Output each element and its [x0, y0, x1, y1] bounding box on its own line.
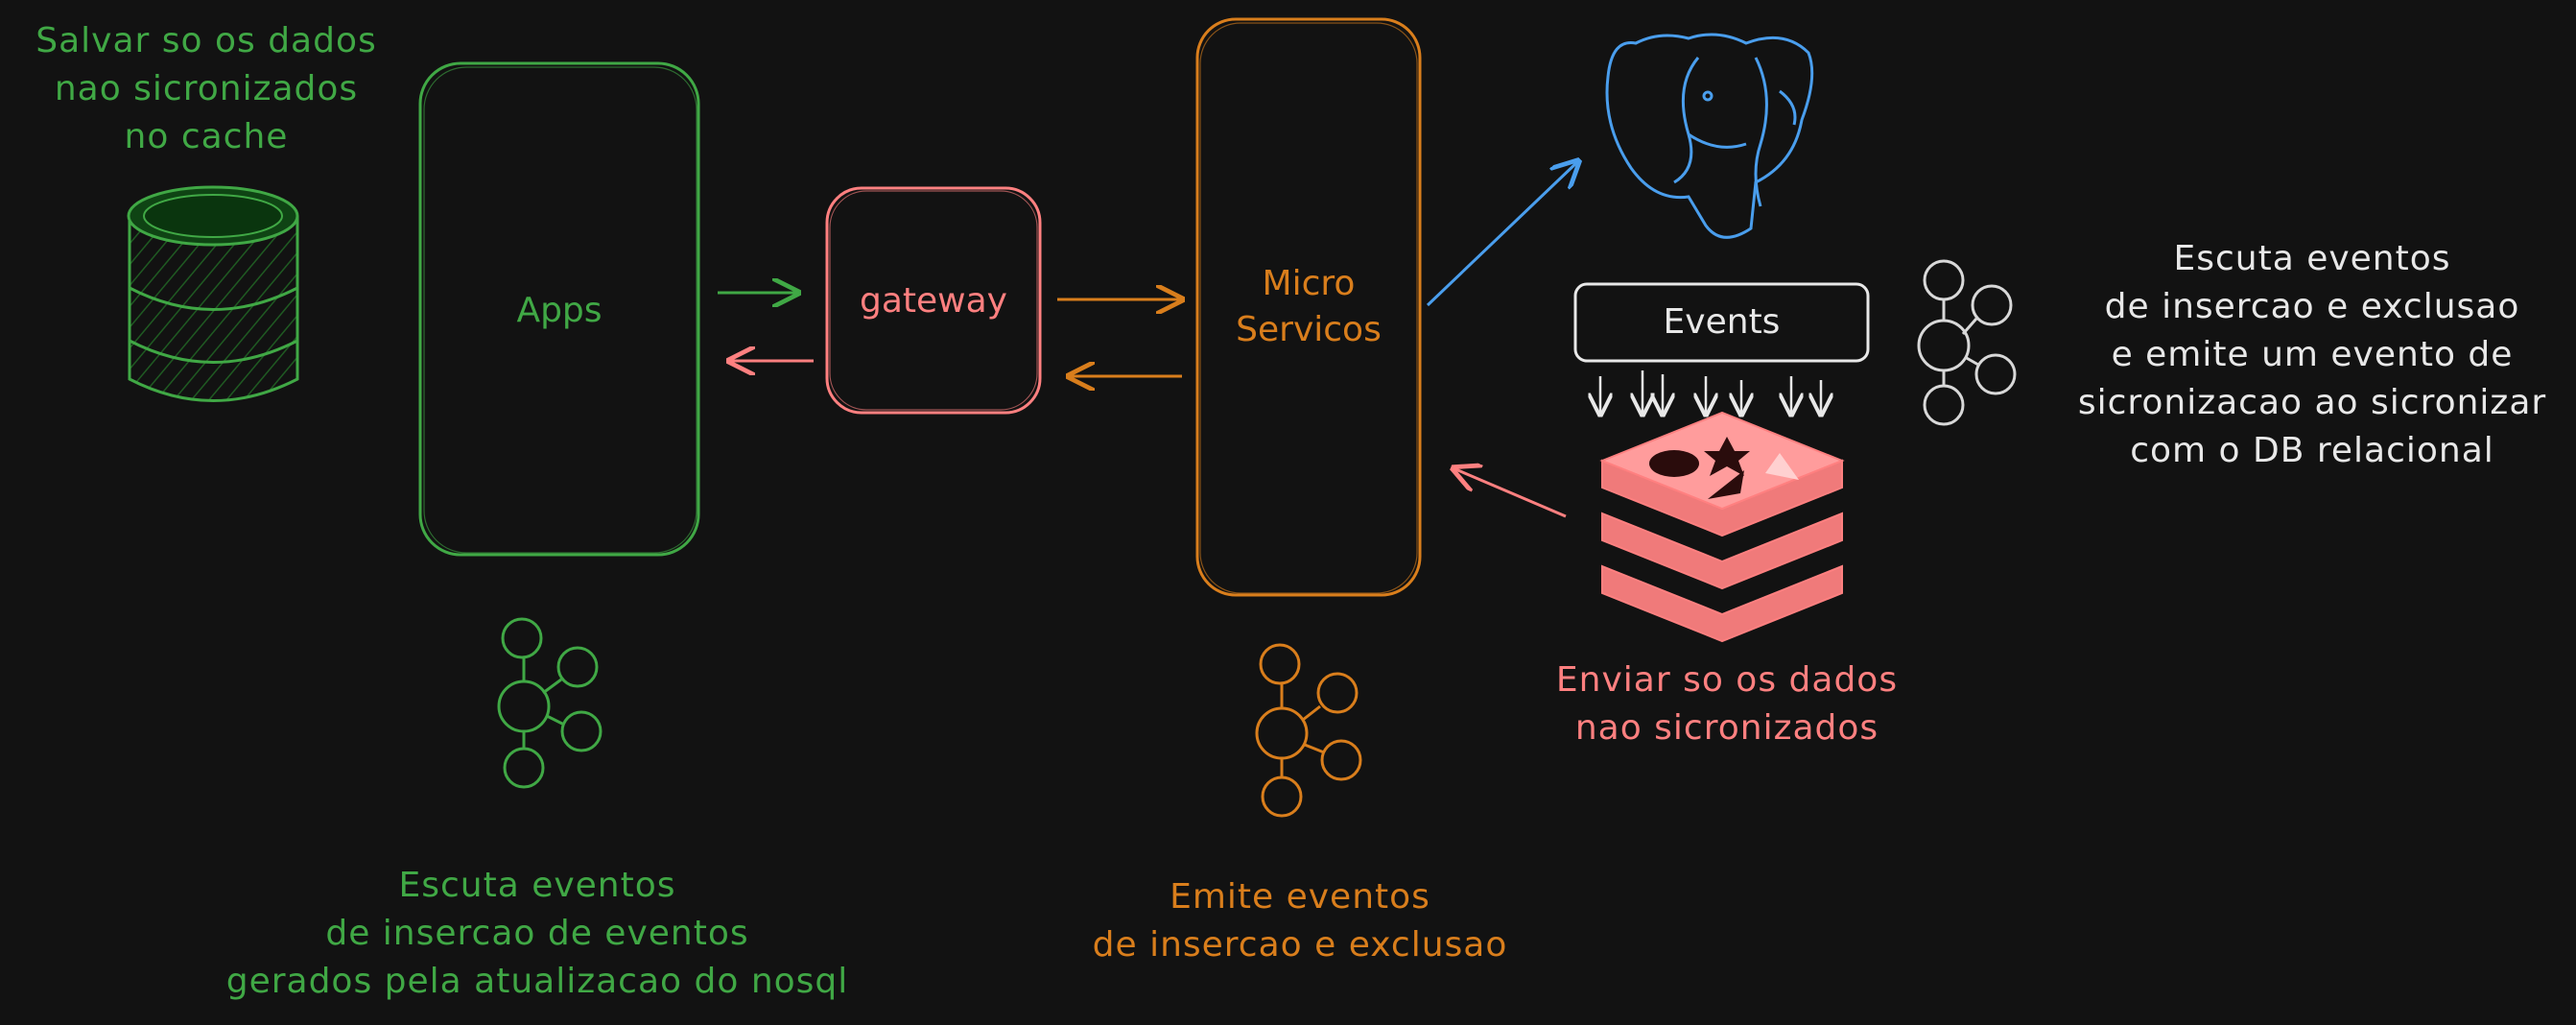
- sync-note: Escuta eventos de insercao e exclusao e …: [2077, 239, 2547, 470]
- gateway-label: gateway: [860, 281, 1007, 321]
- redis-to-micro-arrow: [1453, 468, 1567, 518]
- postgresql-elephant-icon: [1605, 33, 1814, 239]
- events-label: Events: [1663, 302, 1781, 342]
- micro-services-label: Micro Servicos: [1236, 264, 1382, 349]
- gateway-box: [825, 186, 1042, 415]
- apps-label: Apps: [516, 291, 603, 330]
- cache-note: Salvar so os dados nao sicronizados no c…: [35, 21, 377, 156]
- micro-events-note: Emite eventos de insercao e exclusao: [1092, 877, 1508, 965]
- redis-note: Enviar so os dados nao sicronizados: [1555, 660, 1899, 748]
- redis-stack-icon: [1599, 411, 1845, 643]
- micro-to-postgres-arrow: [1426, 161, 1578, 307]
- kafka-cluster-icon: [1917, 259, 2017, 426]
- micro-services-box: [1195, 17, 1422, 597]
- events-down-arrows: [1600, 370, 1821, 415]
- database-cylinder-icon: [127, 185, 299, 402]
- kafka-cluster-icon: [497, 617, 603, 789]
- kafka-cluster-icon: [1255, 643, 1362, 818]
- events-box: [1573, 282, 1870, 363]
- apps-box: [418, 61, 700, 557]
- apps-events-note: Escuta eventos de insercao de eventos ge…: [225, 866, 849, 1001]
